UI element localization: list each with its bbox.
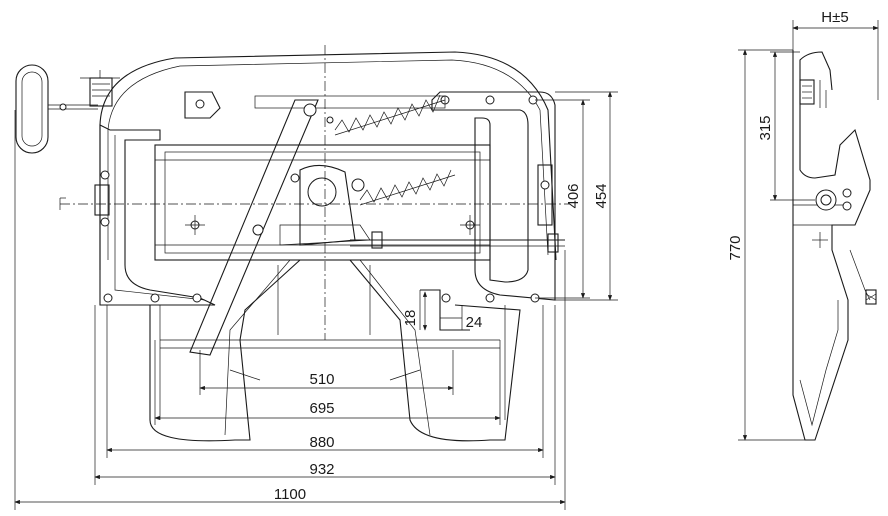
bolt-hole	[100, 217, 110, 227]
top-plate-inner-outline	[107, 59, 549, 260]
left-pivot-block	[94, 184, 110, 216]
bolt-hole	[441, 293, 451, 303]
bolt-hole	[192, 293, 202, 303]
right-side-bracket	[431, 91, 556, 301]
inner-frame	[154, 144, 491, 261]
bolt-hole	[150, 293, 160, 303]
kingpin-hole	[307, 177, 337, 207]
release-handle-loop-inner	[21, 71, 43, 147]
locking-jaw	[299, 164, 356, 246]
dimension-454: 454	[593, 183, 610, 208]
upper-spring	[334, 94, 441, 133]
dimension-24: 24	[466, 314, 483, 331]
dimension-880: 880	[309, 434, 334, 451]
bolt-hole	[485, 293, 495, 303]
top-plate-outline	[99, 51, 557, 270]
dimension-510: 510	[309, 371, 334, 388]
side-view: H±5 315 770	[727, 9, 879, 441]
dimension-695: 695	[309, 400, 334, 417]
dimension-406: 406	[565, 183, 582, 208]
release-handle-loop	[15, 64, 49, 154]
dimension-18: 18	[402, 310, 419, 327]
right-pivot-block	[537, 164, 553, 226]
bolt-hole	[103, 293, 113, 303]
bolt-hole	[100, 170, 110, 180]
side-rod-end	[865, 289, 877, 305]
dimension-1100: 1100	[274, 486, 306, 503]
bolt-hole	[485, 95, 495, 105]
dimension-932: 932	[309, 461, 334, 478]
release-lever-arm	[189, 99, 319, 356]
dimension-h-tolerance: H±5	[821, 9, 848, 26]
side-bolt	[799, 79, 815, 105]
bolt-hole	[540, 180, 550, 190]
top-bar	[254, 95, 446, 109]
left-side-bracket	[99, 124, 216, 306]
mount-triangle	[149, 259, 521, 442]
bracket-top-left	[89, 77, 113, 107]
side-profile	[792, 50, 871, 441]
front-view	[15, 45, 570, 442]
dimensions-front: 1100 932 880 695 510 454 406 18	[14, 91, 618, 510]
dimension-315: 315	[757, 115, 774, 140]
upper-left-lug	[184, 91, 221, 119]
handle-pin	[59, 103, 67, 111]
lower-spring	[359, 169, 452, 203]
step-detail	[420, 289, 470, 331]
dimension-770: 770	[727, 235, 744, 260]
